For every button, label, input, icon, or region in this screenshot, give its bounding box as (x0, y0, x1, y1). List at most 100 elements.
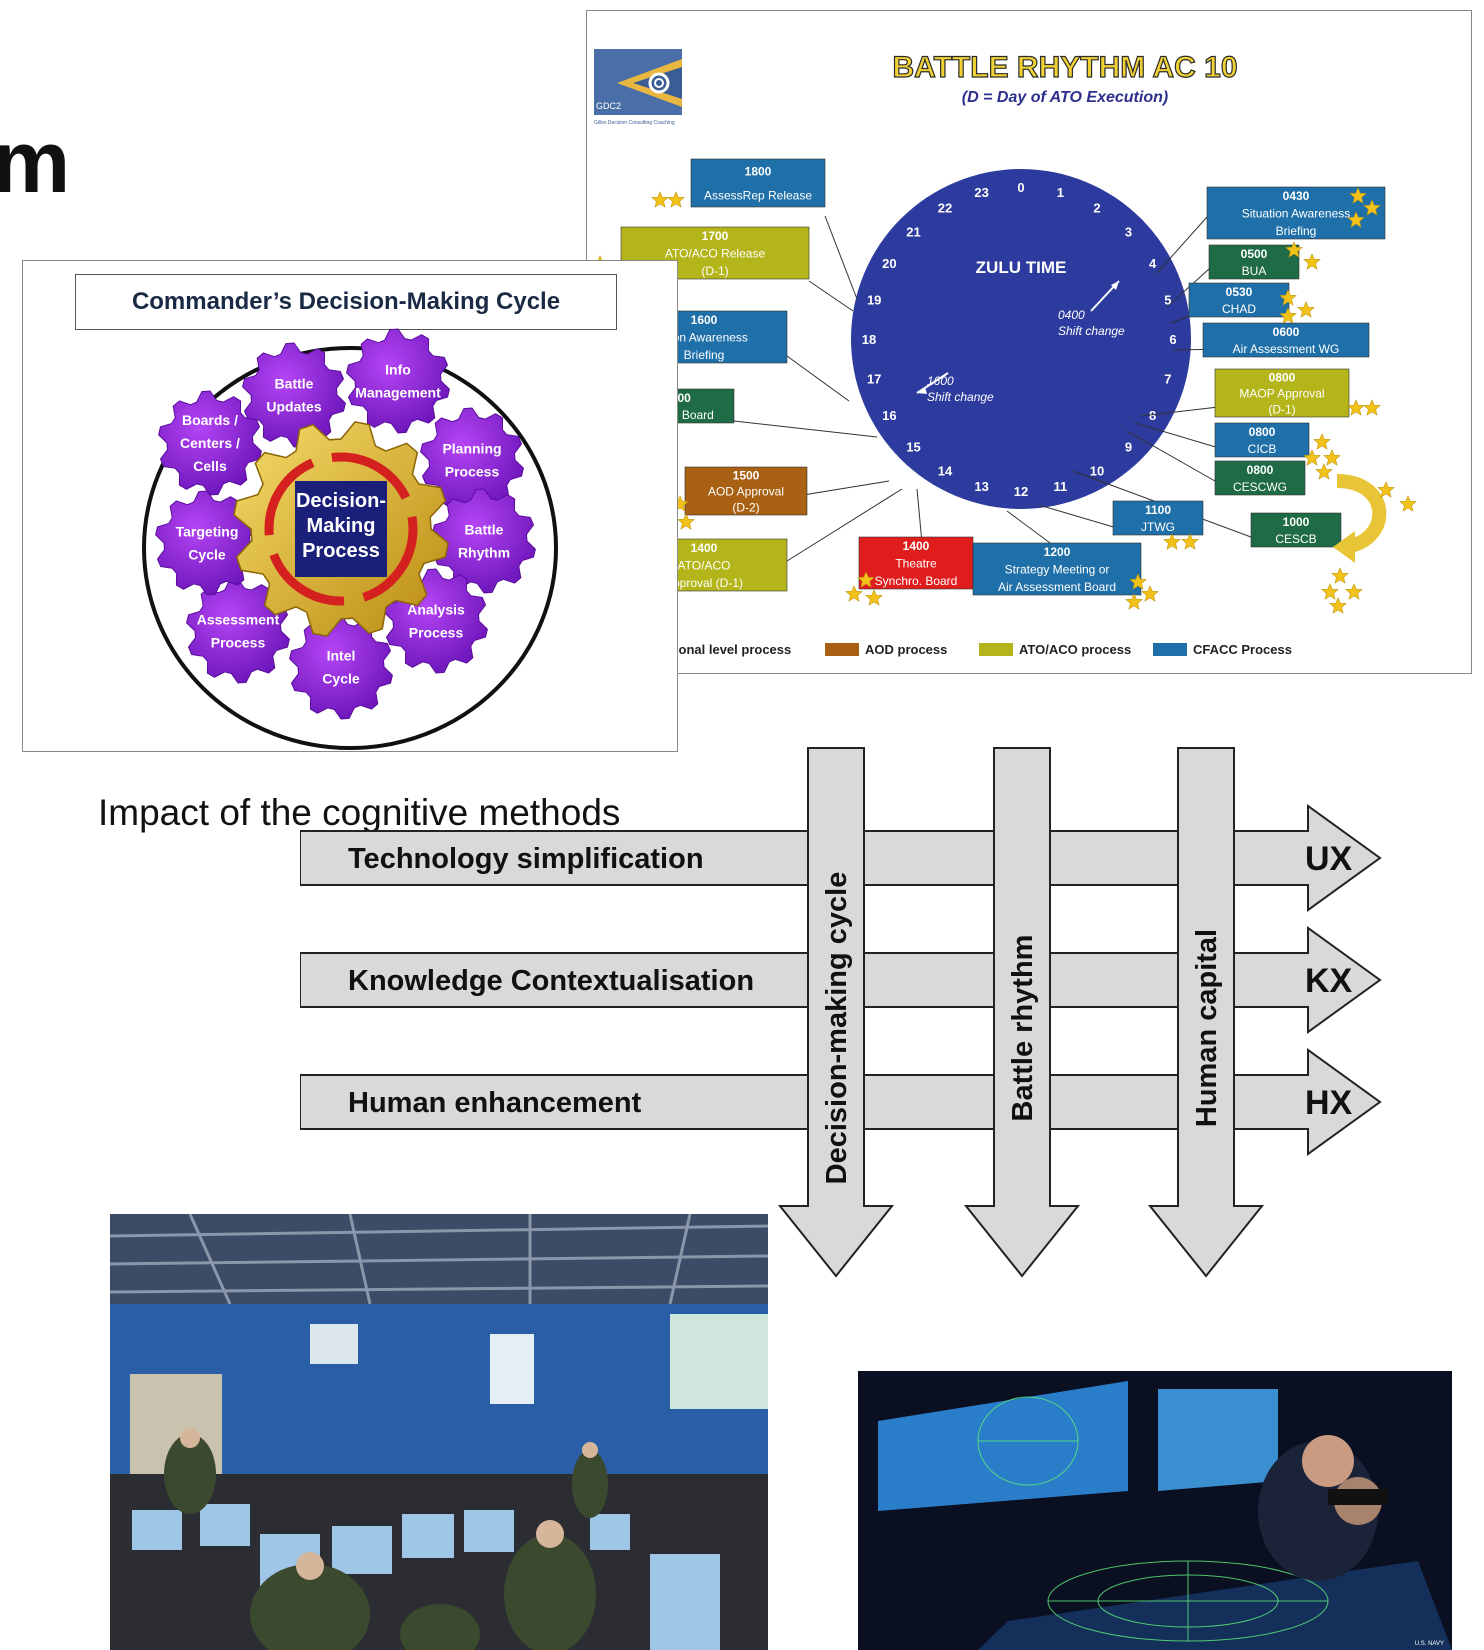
gear-label: Cells (193, 458, 227, 474)
gear-label: Management (355, 385, 441, 401)
event-box-line: 1500 (733, 469, 760, 483)
event-box-line: (D-1) (701, 264, 728, 278)
shift-2-time: 1600 (927, 374, 954, 388)
impact-title: Impact of the cognitive methods (98, 792, 621, 833)
event-box-line: Briefing (684, 348, 725, 362)
event-box-line: 0800 (1249, 425, 1276, 439)
battle-rhythm-subtitle: (D = Day of ATO Execution) (962, 89, 1168, 106)
heading-fragment: m (0, 112, 71, 211)
clock-hour-19: 19 (867, 293, 881, 308)
event-box-line: CESCWG (1233, 480, 1287, 494)
event-box-line: 1700 (702, 229, 729, 243)
clock-hour-17: 17 (867, 371, 881, 386)
event-box-line: CHAD (1222, 302, 1256, 316)
shift-2-label: Shift change (927, 390, 994, 404)
photo-credit: U.S. NAVY (1415, 1641, 1444, 1647)
gear-label: Info (385, 362, 411, 378)
shift-1-time: 0400 (1058, 308, 1085, 322)
clock-hour-9: 9 (1125, 439, 1132, 454)
vr-command-table-photo: U.S. NAVY (858, 1371, 1452, 1650)
event-box-line: Theatre (895, 557, 937, 571)
event-box-line: ation Awareness (660, 331, 748, 345)
clock-hour-15: 15 (906, 439, 920, 454)
clock-hour-16: 16 (882, 408, 896, 423)
gear-label: Targeting (176, 524, 239, 540)
cesc-curved-arrow (1336, 474, 1387, 554)
decision-cycle-slide: Commander’s Decision-Making Cycle Battle… (22, 260, 678, 752)
clock-hour-2: 2 (1093, 200, 1100, 215)
gear-label: Cycle (188, 547, 226, 563)
clock-hour-18: 18 (862, 332, 876, 347)
clock-hour-11: 11 (1053, 479, 1067, 494)
clock-hour-13: 13 (974, 479, 988, 494)
clock-hour-14: 14 (938, 464, 953, 479)
gear-label: Cycle (322, 671, 360, 687)
decision-cycle-title: Commander’s Decision-Making Cycle (75, 274, 617, 330)
clock-hour-3: 3 (1125, 225, 1132, 240)
shift-1-label: Shift change (1058, 324, 1125, 338)
event-box-line: MAOP Approval (1239, 387, 1324, 401)
legend-label: CFACC Process (1193, 642, 1292, 657)
gdc2-logo: GDC2 Gilles Decision Consulting Coaching (594, 49, 682, 126)
decision-cycle-diagram: BattleUpdatesInfoManagementPlanningProce… (142, 328, 558, 750)
event-box-line: 0600 (1273, 325, 1300, 339)
operations-room-photo (110, 1214, 768, 1650)
impact-row-tag: HX (1305, 1084, 1353, 1122)
impact-row-label: Human enhancement (348, 1087, 642, 1119)
event-box-line: 1200 (1044, 545, 1071, 559)
event-box-line: JTWG (1141, 520, 1175, 534)
zulu-clock (851, 169, 1191, 509)
impact-row-tag: UX (1305, 840, 1353, 878)
event-box-line: Briefing (1276, 224, 1317, 238)
clock-hour-0: 0 (1017, 180, 1024, 195)
event-box-line: Strategy Meeting or (1005, 563, 1110, 577)
gear-label: Planning (442, 441, 501, 457)
event-box-line: AOD Approval (708, 485, 784, 499)
clock-hour-1: 1 (1057, 185, 1064, 200)
event-box-line: Situation Awareness (1242, 207, 1351, 221)
event-box-line: 1600 (691, 313, 718, 327)
clock-hour-8: 8 (1149, 408, 1156, 423)
gear-label: Battle (465, 522, 504, 538)
gear-label: Updates (266, 399, 321, 415)
event-box-line: 0430 (1283, 189, 1310, 203)
impact-column-label: Battle rhythm (1007, 935, 1039, 1122)
clock-hour-6: 6 (1169, 332, 1176, 347)
gear-label: Assessment (197, 612, 280, 628)
impact-column-label: Human capital (1191, 929, 1223, 1127)
logo-text: GDC2 (596, 101, 621, 111)
battle-rhythm-diagram: GDC2 Gilles Decision Consulting Coaching… (591, 49, 1417, 657)
process-gears: BattleUpdatesInfoManagementPlanningProce… (155, 328, 536, 720)
impact-column-label: Decision-making cycle (821, 872, 853, 1185)
event-box-line: CESCB (1275, 532, 1316, 546)
central-gear-label: Making (307, 515, 376, 537)
event-box-line: (D-1) (1268, 403, 1295, 417)
legend-item: ATO/ACO process (979, 642, 1131, 657)
clock-hour-22: 22 (938, 200, 952, 215)
gear-label: Battle (275, 376, 314, 392)
event-box-line: Synchro. Board (875, 574, 958, 588)
process-gear: Boards /Centers /Cells (158, 390, 262, 496)
event-box-line: Air Assessment Board (998, 580, 1116, 594)
legend-label: ATO/ACO process (1019, 642, 1131, 657)
event-box-line: 1400 (691, 541, 718, 555)
event-box-line: AssessRep Release (704, 189, 812, 203)
legend-label: AOD process (865, 642, 947, 657)
legend-item: AOD process (825, 642, 947, 657)
